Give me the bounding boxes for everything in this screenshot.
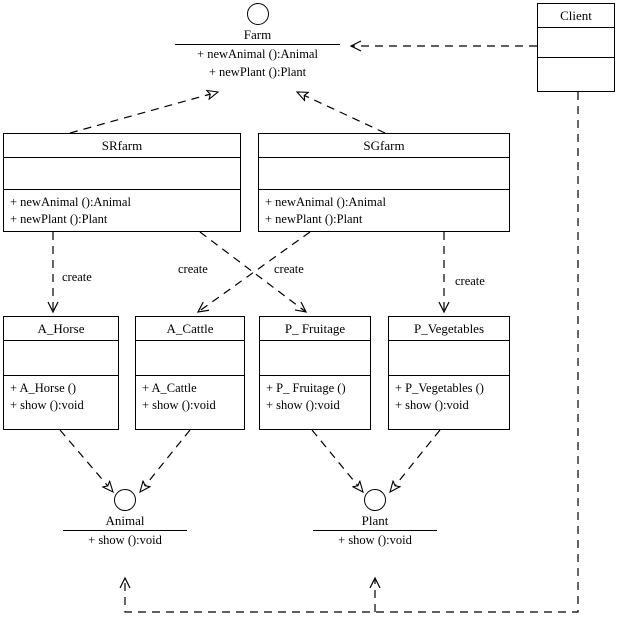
class-attributes-srfarm — [4, 158, 240, 190]
class-name-a-cattle: A_Cattle — [136, 317, 244, 341]
class-name-sgfarm: SGfarm — [259, 134, 509, 158]
class-p-fruitage[interactable]: P_ Fruitage + P_ Fruitage () + show ():v… — [259, 316, 371, 430]
operation-item: + show ():void — [395, 398, 469, 412]
operation-item: + show ():void — [266, 398, 340, 412]
interface-name-plant: Plant — [313, 513, 437, 531]
class-a-horse[interactable]: A_Horse + A_Horse () + show ():void — [3, 316, 119, 430]
class-operations-srfarm: + newAnimal ():Animal + newPlant ():Plan… — [4, 190, 240, 233]
interface-lollipop-circle-animal — [114, 489, 136, 511]
operation-item: + newAnimal ():Animal — [10, 195, 131, 209]
operation-item: + newPlant ():Plant — [265, 212, 363, 226]
class-name-a-horse: A_Horse — [4, 317, 118, 341]
edge-a-horse-realizes-animal — [59, 429, 113, 492]
class-operations-a-cattle: + A_Cattle + show ():void — [136, 376, 244, 419]
operation-item: + P_Vegetables () — [395, 381, 484, 395]
class-a-cattle[interactable]: A_Cattle + A_Cattle + show ():void — [135, 316, 245, 430]
class-operations-client — [538, 58, 614, 88]
operation-item: + newAnimal ():Animal — [265, 195, 386, 209]
edge-label-create-srfarm-fruitage: create — [178, 262, 208, 276]
interface-lollipop-circle-farm — [246, 3, 269, 25]
class-attributes-a-cattle — [136, 341, 244, 376]
interface-animal[interactable]: Animal + show ():void — [63, 489, 187, 549]
class-attributes-sgfarm — [259, 158, 509, 190]
edge-label-create-srfarm-horse: create — [62, 270, 92, 284]
class-operations-a-horse: + A_Horse () + show ():void — [4, 376, 118, 419]
interface-operation: + newAnimal ():Animal — [197, 47, 318, 61]
class-sgfarm[interactable]: SGfarm + newAnimal ():Animal + newPlant … — [258, 133, 510, 232]
interface-farm[interactable]: Farm + newAnimal ():Animal + newPlant ()… — [175, 3, 340, 81]
class-srfarm[interactable]: SRfarm + newAnimal ():Animal + newPlant … — [3, 133, 241, 232]
operation-item: + show ():void — [142, 398, 216, 412]
operation-item: + newPlant ():Plant — [10, 212, 108, 226]
class-attributes-p-fruitage — [260, 341, 370, 376]
edge-srfarm-realizes-farm — [69, 92, 218, 134]
edge-sgfarm-realizes-farm — [297, 92, 386, 134]
class-attributes-p-vegetables — [389, 341, 509, 376]
edge-p-fruitage-realizes-plant — [311, 429, 363, 492]
edge-a-cattle-realizes-animal — [140, 429, 191, 492]
edge-label-create-sgfarm-vegetables: create — [455, 274, 485, 288]
edge-p-vegetables-realizes-plant — [390, 429, 441, 492]
class-name-p-fruitage: P_ Fruitage — [260, 317, 370, 341]
interface-operation: + show ():void — [88, 533, 162, 547]
class-operations-p-fruitage: + P_ Fruitage () + show ():void — [260, 376, 370, 419]
class-operations-sgfarm: + newAnimal ():Animal + newPlant ():Plan… — [259, 190, 509, 233]
interface-operation: + show ():void — [338, 533, 412, 547]
operation-item: + A_Cattle — [142, 381, 197, 395]
operation-item: + show ():void — [10, 398, 84, 412]
class-attributes-client — [538, 28, 614, 58]
interface-operation: + newPlant ():Plant — [208, 65, 307, 79]
class-name-client: Client — [538, 4, 614, 28]
interface-name-farm: Farm — [175, 27, 340, 45]
interface-name-animal: Animal — [63, 513, 187, 531]
interface-lollipop-circle-plant — [364, 489, 386, 511]
class-name-srfarm: SRfarm — [4, 134, 240, 158]
operation-item: + A_Horse () — [10, 381, 77, 395]
class-attributes-a-horse — [4, 341, 118, 376]
class-name-p-vegetables: P_Vegetables — [389, 317, 509, 341]
class-p-vegetables[interactable]: P_Vegetables + P_Vegetables () + show ()… — [388, 316, 510, 430]
edge-label-create-sgfarm-cattle: create — [274, 262, 304, 276]
operation-item: + P_ Fruitage () — [266, 381, 346, 395]
class-client[interactable]: Client — [537, 3, 615, 92]
interface-plant[interactable]: Plant + show ():void — [313, 489, 437, 549]
class-operations-p-vegetables: + P_Vegetables () + show ():void — [389, 376, 509, 419]
